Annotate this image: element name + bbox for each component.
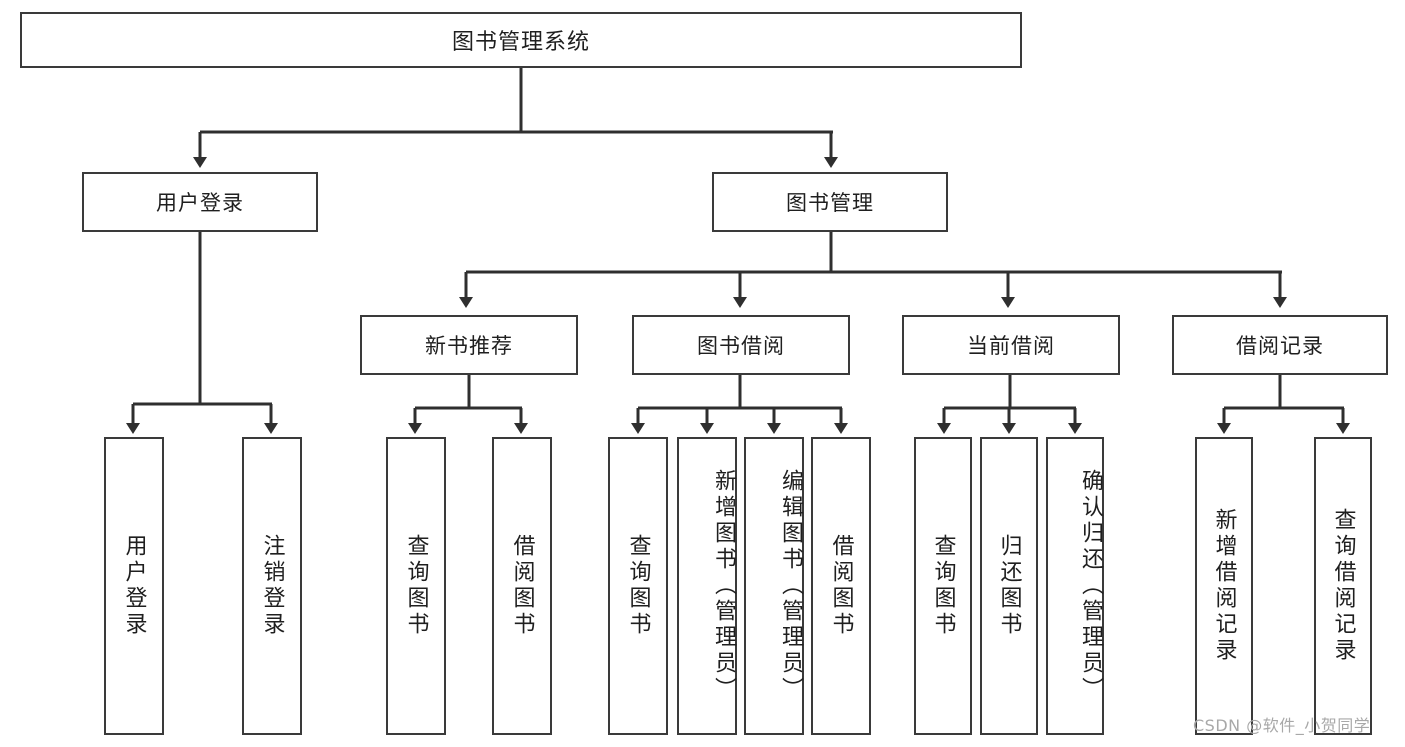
leaf-current-confirm-return-admin[interactable]: 确认归还（管理员） xyxy=(1046,437,1104,735)
leaf-borrow-add-book-admin[interactable]: 新增图书（管理员） xyxy=(677,437,737,735)
node-borrow-record[interactable]: 借阅记录 xyxy=(1172,315,1388,375)
leaf-record-query-borrow-record[interactable]: 查询借阅记录 xyxy=(1314,437,1372,735)
leaf-recommend-borrow-book[interactable]: 借阅图书 xyxy=(492,437,552,735)
node-root-system[interactable]: 图书管理系统 xyxy=(20,12,1022,68)
node-current-borrow[interactable]: 当前借阅 xyxy=(902,315,1120,375)
leaf-recommend-query-book[interactable]: 查询图书 xyxy=(386,437,446,735)
leaf-user-logout[interactable]: 注销登录 xyxy=(242,437,302,735)
leaf-borrow-borrow-book[interactable]: 借阅图书 xyxy=(811,437,871,735)
leaf-borrow-query-book[interactable]: 查询图书 xyxy=(608,437,668,735)
node-new-book-recommend[interactable]: 新书推荐 xyxy=(360,315,578,375)
node-user-login[interactable]: 用户登录 xyxy=(82,172,318,232)
leaf-current-return-book[interactable]: 归还图书 xyxy=(980,437,1038,735)
leaf-record-add-borrow-record[interactable]: 新增借阅记录 xyxy=(1195,437,1253,735)
node-book-borrow[interactable]: 图书借阅 xyxy=(632,315,850,375)
leaf-borrow-edit-book-admin[interactable]: 编辑图书（管理员） xyxy=(744,437,804,735)
node-book-management[interactable]: 图书管理 xyxy=(712,172,948,232)
leaf-current-query-book[interactable]: 查询图书 xyxy=(914,437,972,735)
leaf-user-login[interactable]: 用户登录 xyxy=(104,437,164,735)
